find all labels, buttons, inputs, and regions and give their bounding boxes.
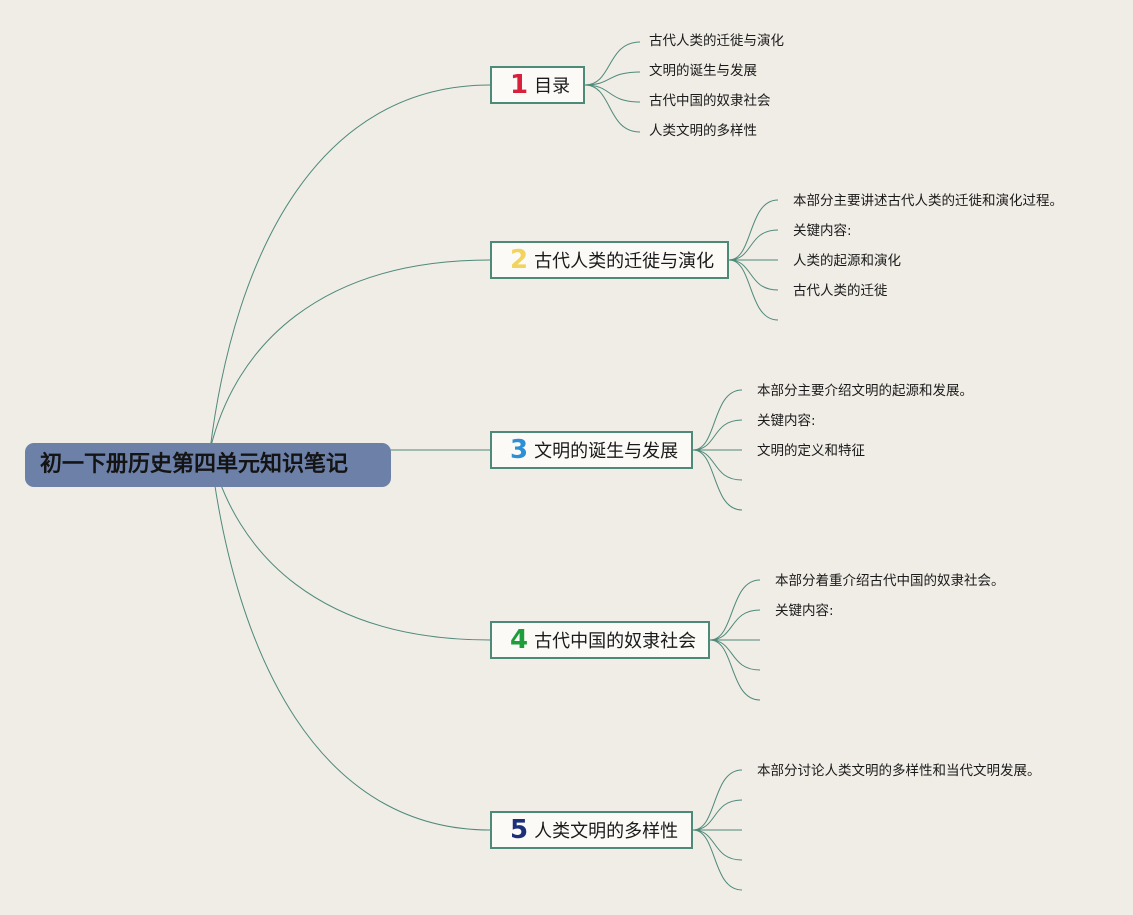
leaf-item[interactable]: 本部分讨论人类文明的多样性和当代文明发展。 xyxy=(757,763,1041,779)
branch-number-badge: 5 xyxy=(510,815,529,845)
leaf-connector xyxy=(709,609,761,641)
leaf-connector xyxy=(584,71,641,86)
leaf-connector xyxy=(709,579,761,641)
leaf-item[interactable]: 关键内容: xyxy=(793,223,852,239)
leaf-connector xyxy=(584,84,641,133)
leaf-item[interactable]: 古代人类的迁徙 xyxy=(793,283,888,299)
branch-label: 古代中国的奴隶社会 xyxy=(534,631,697,652)
branch-slave-society[interactable]: 4 古代中国的奴隶社会 xyxy=(490,621,710,659)
branch-number-badge: 4 xyxy=(510,625,529,655)
branch-label: 古代人类的迁徙与演化 xyxy=(534,251,715,272)
branch-label: 人类文明的多样性 xyxy=(534,821,679,842)
root-connector xyxy=(209,259,491,451)
leaf-item[interactable]: 本部分主要介绍文明的起源和发展。 xyxy=(757,383,973,399)
leaf-connector xyxy=(692,769,743,831)
branch-label: 目录 xyxy=(534,76,571,97)
leaf-connector xyxy=(692,419,743,451)
root-connector xyxy=(209,449,491,831)
leaf-connector xyxy=(692,449,743,481)
root-connector xyxy=(209,84,491,451)
branch-civilization-diversity[interactable]: 5 人类文明的多样性 xyxy=(490,811,693,849)
branch-label: 文明的诞生与发展 xyxy=(534,441,679,462)
leaf-connector xyxy=(728,229,779,261)
leaf-connector xyxy=(584,84,641,103)
leaf-connector xyxy=(692,799,743,831)
leaf-connector xyxy=(584,41,641,86)
leaf-connector xyxy=(709,639,761,701)
root-connector xyxy=(209,449,491,641)
leaf-item[interactable]: 人类文明的多样性 xyxy=(649,123,757,139)
leaf-connector xyxy=(728,259,779,321)
branch-number-badge: 2 xyxy=(510,245,529,275)
branch-human-migration[interactable]: 2 古代人类的迁徙与演化 xyxy=(490,241,729,279)
branch-number-badge: 3 xyxy=(510,435,529,465)
leaf-item[interactable]: 文明的诞生与发展 xyxy=(649,63,757,79)
leaf-item[interactable]: 本部分主要讲述古代人类的迁徙和演化过程。 xyxy=(793,193,1063,209)
leaf-connector xyxy=(692,389,743,451)
leaf-item[interactable]: 文明的定义和特征 xyxy=(757,443,865,459)
leaf-connector xyxy=(692,829,743,861)
branch-number-badge: 1 xyxy=(510,70,529,100)
leaf-connector xyxy=(692,449,743,511)
leaf-item[interactable]: 古代中国的奴隶社会 xyxy=(649,93,771,109)
root-topic[interactable]: 初一下册历史第四单元知识笔记 xyxy=(25,443,391,487)
branch-civilization-birth[interactable]: 3 文明的诞生与发展 xyxy=(490,431,693,469)
leaf-item[interactable]: 本部分着重介绍古代中国的奴隶社会。 xyxy=(775,573,1005,589)
leaf-connector xyxy=(709,639,761,671)
leaf-item[interactable]: 人类的起源和演化 xyxy=(793,253,901,269)
leaf-item[interactable]: 古代人类的迁徙与演化 xyxy=(649,33,784,49)
leaf-connector xyxy=(728,259,779,291)
leaf-item[interactable]: 关键内容: xyxy=(775,603,834,619)
root-topic-label: 初一下册历史第四单元知识笔记 xyxy=(40,452,349,477)
leaf-connector xyxy=(692,829,743,891)
branch-toc[interactable]: 1 目录 xyxy=(490,66,585,104)
leaf-connector xyxy=(728,199,779,261)
leaf-item[interactable]: 关键内容: xyxy=(757,413,816,429)
